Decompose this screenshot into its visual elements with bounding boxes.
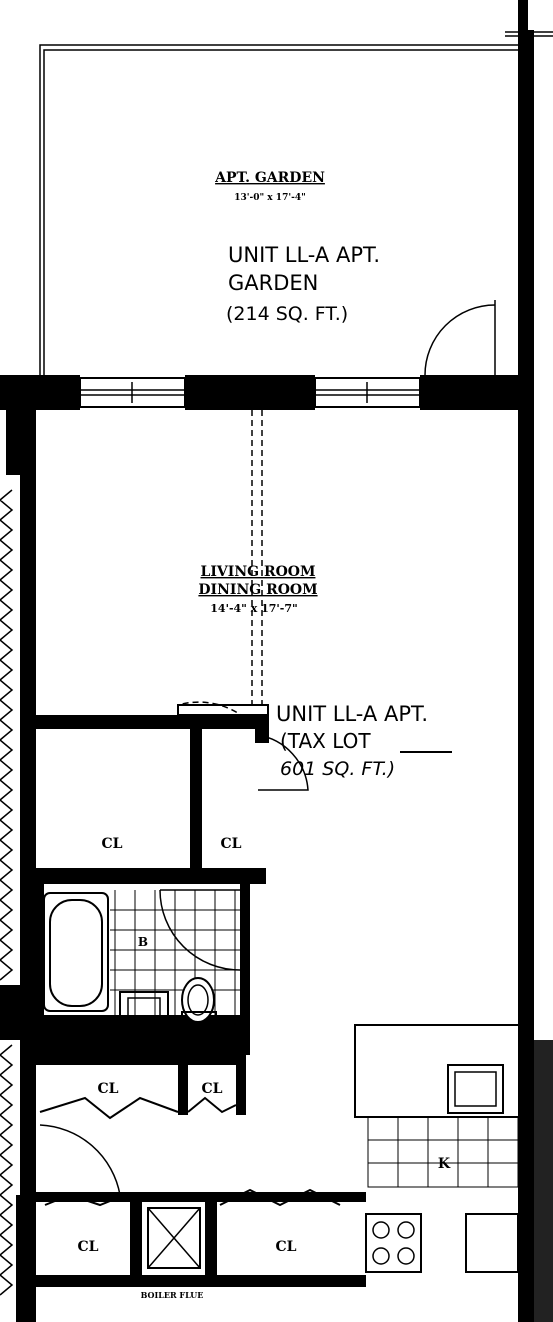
hall-door-swing [39,1124,121,1196]
living-unit-line2: (TAX LOT [280,729,371,753]
garden-unit-area: (214 SQ. FT.) [226,303,348,325]
bath-label: B [138,935,148,949]
closet-row-2 [36,1055,246,1120]
kitchen [354,1024,521,1273]
top-wall [0,375,520,410]
right-wall-texture [534,1040,553,1322]
left-wall [20,405,36,1322]
bathroom [36,880,250,1055]
closet-row-3 [36,1188,366,1287]
closet-label: CL [276,1239,297,1255]
garden-area [39,44,520,376]
garden-unit-line1: UNIT LL-A APT. [228,243,380,267]
closet-label: CL [98,1081,119,1097]
closet-row-1 [36,704,309,884]
kitchen-label: K [438,1156,451,1172]
closet-label: CL [78,1239,99,1255]
closet-label: CL [221,836,242,852]
left-zigzag-edge [0,489,14,981]
garden-dims: 13'-0" x 17'-4" [234,193,306,203]
living-title-2: DINING ROOM [198,582,317,598]
living-unit-line1: UNIT LL-A APT. [276,702,428,726]
garden-title: APT. GARDEN [214,170,325,186]
living-title-1: LIVING ROOM [201,564,316,580]
living-unit-area: 601 SQ. FT.) [280,758,395,780]
closet-label: CL [202,1081,223,1097]
living-dims: 14'-4" x 17'-7" [210,602,297,615]
boiler-flue-label: BOILER FLUE [141,1290,204,1300]
closet-label: CL [102,836,123,852]
garden-unit-line2: GARDEN [228,271,318,295]
right-wall [518,30,534,1322]
